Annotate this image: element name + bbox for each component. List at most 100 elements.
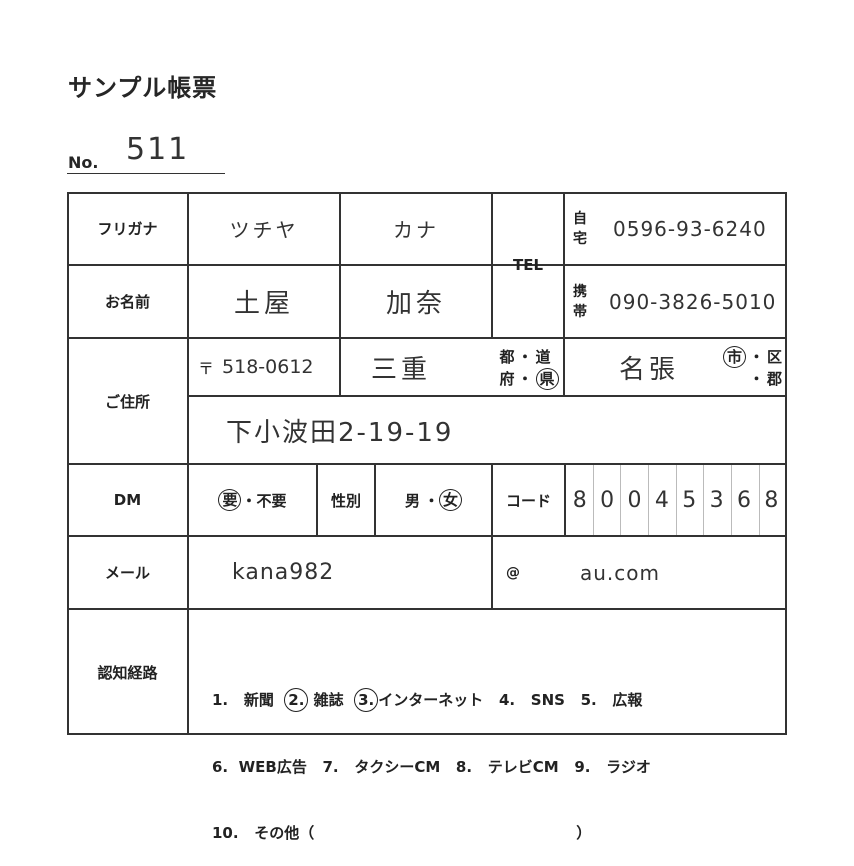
row-divider — [67, 337, 787, 339]
pref-option-fu[interactable]: 府 — [499, 370, 515, 388]
postal-code-field[interactable]: 518-0612 — [222, 356, 314, 378]
source-option-10[interactable]: 10. その他 — [212, 824, 299, 842]
code-digit[interactable]: 3 — [709, 487, 724, 513]
number-field[interactable]: 511 — [126, 132, 190, 167]
mobile-label-char: 帯 — [573, 303, 587, 320]
pref-option-ken-selected[interactable]: 県 — [535, 368, 559, 390]
option-label: SNS — [530, 691, 565, 709]
digit-divider — [759, 465, 760, 535]
gender-selector[interactable]: 男 ・ 女 — [375, 464, 492, 536]
number-label: No. — [68, 153, 99, 172]
code-field[interactable]: 8 0 0 4 5 3 6 8 — [566, 465, 785, 535]
source-option-4[interactable]: 4. SNS — [499, 691, 565, 709]
option-label: その他 — [254, 824, 300, 842]
code-digit[interactable]: 0 — [600, 487, 615, 513]
source-options: 1. 新聞 2. 雑誌 3.インターネット 4. SNS 5. 広報 6. WE… — [212, 644, 651, 866]
code-digit[interactable]: 8 — [764, 487, 779, 513]
name-label: お名前 — [104, 293, 150, 311]
gender-option-female-selected[interactable]: 女 — [439, 489, 463, 511]
city-option-shi-selected[interactable]: 市 — [722, 346, 746, 368]
dm-selector[interactable]: 要 ・ 不要 — [188, 464, 317, 536]
dm-option-no[interactable]: 不要 — [256, 491, 287, 510]
form-title: サンプル帳票 — [68, 74, 218, 102]
pref-sep: ・ — [517, 370, 533, 388]
option-label: テレビCM — [487, 758, 559, 776]
furigana-label: フリガナ — [97, 220, 158, 238]
furigana-last-field[interactable]: ツチヤ — [229, 218, 299, 242]
digit-divider — [620, 465, 621, 535]
postal-mark-icon: 〒 — [198, 359, 215, 378]
option-number: 7. — [322, 758, 339, 776]
source-option-5[interactable]: 5. 広報 — [581, 691, 643, 709]
source-line-2: 6. WEB広告 7. タクシーCM 8. テレビCM 9. ラジオ — [212, 756, 651, 778]
option-label: WEB広告 — [238, 758, 307, 776]
row-divider — [188, 395, 787, 397]
source-option-9[interactable]: 9. ラジオ — [574, 758, 651, 776]
source-option-2-selected[interactable]: 2. 雑誌 — [284, 688, 344, 712]
tel-value-divider — [563, 192, 565, 338]
code-digit[interactable]: 8 — [572, 487, 587, 513]
city-field[interactable]: 名張 — [618, 354, 679, 385]
city-type-selector[interactable]: 市 ・ 区 ・ 郡 — [716, 342, 782, 394]
code-value-divider — [564, 463, 566, 536]
dm-option-yes-selected[interactable]: 要 — [218, 489, 242, 511]
option-number: 4. — [498, 691, 516, 709]
row-divider — [67, 608, 787, 610]
tel-label-divider — [491, 192, 493, 338]
mail-user-field[interactable]: kana982 — [232, 560, 335, 585]
source-line-1: 1. 新聞 2. 雑誌 3.インターネット 4. SNS 5. 広報 — [212, 688, 651, 712]
last-name-field[interactable]: 土屋 — [233, 289, 294, 319]
pref-option-do[interactable]: 道 — [535, 348, 551, 366]
option-label: 雑誌 — [313, 691, 344, 709]
postal-code-cell: 〒 518-0612 — [188, 338, 340, 396]
dm-divider — [316, 463, 318, 536]
option-label: インターネット — [378, 691, 484, 709]
label-column-divider — [187, 192, 189, 735]
tel-divider — [563, 264, 787, 266]
code-digit[interactable]: 5 — [682, 487, 697, 513]
option-label: タクシーCM — [354, 758, 441, 776]
option-number: 8. — [455, 758, 473, 776]
source-option-6[interactable]: 6. WEB広告 — [212, 758, 307, 776]
option-number: 10. — [212, 824, 239, 842]
source-option-3-selected[interactable]: 3.インターネット — [354, 688, 484, 712]
code-label: コード — [505, 491, 551, 510]
other-open-paren: （ — [299, 824, 315, 842]
row-divider — [67, 535, 787, 537]
street-address-field[interactable]: 下小波田2-19-19 — [226, 417, 454, 448]
other-close-paren: ） — [576, 824, 592, 842]
home-phone-label: 自 宅 — [573, 209, 587, 249]
option-number: 1. — [212, 691, 229, 709]
city-option-gun[interactable]: 郡 — [766, 370, 782, 388]
gender-label-divider — [374, 463, 376, 536]
tel-label: TEL — [512, 256, 544, 274]
mobile-label-char: 携 — [573, 283, 587, 300]
mail-domain-field[interactable]: au.com — [580, 560, 661, 585]
code-digit[interactable]: 4 — [654, 487, 669, 513]
mail-label: メール — [104, 564, 150, 582]
pref-sep: ・ — [517, 348, 533, 366]
pref-option-to[interactable]: 都 — [499, 348, 515, 366]
gender-option-male[interactable]: 男 — [404, 491, 420, 510]
address-label: ご住所 — [104, 392, 150, 411]
code-label-divider — [491, 463, 493, 609]
mail-domain-cell: @ au.com — [492, 536, 787, 609]
furigana-first-field[interactable]: カナ — [393, 218, 439, 242]
home-phone-row: 自 宅 0596-93-6240 — [564, 192, 787, 265]
source-option-1[interactable]: 1. 新聞 — [212, 691, 274, 709]
prefecture-type-selector[interactable]: 都 ・ 道 府 ・ 県 — [496, 342, 562, 394]
city-option-ku[interactable]: 区 — [766, 348, 782, 366]
mobile-phone-row: 携 帯 090-3826-5010 — [564, 265, 787, 338]
code-digit[interactable]: 6 — [736, 487, 751, 513]
first-name-field[interactable]: 加奈 — [385, 289, 446, 319]
row-divider — [67, 264, 787, 266]
source-line-3: 10. その他（ ） — [212, 822, 651, 844]
mobile-phone-field[interactable]: 090-3826-5010 — [609, 289, 777, 314]
prefecture-field[interactable]: 三重 — [370, 354, 431, 385]
source-option-7[interactable]: 7. タクシーCM — [323, 758, 441, 776]
source-label: 認知経路 — [97, 663, 158, 682]
name-column-divider — [339, 192, 341, 338]
source-option-8[interactable]: 8. テレビCM — [456, 758, 559, 776]
code-digit[interactable]: 0 — [627, 487, 642, 513]
home-phone-field[interactable]: 0596-93-6240 — [613, 216, 767, 241]
